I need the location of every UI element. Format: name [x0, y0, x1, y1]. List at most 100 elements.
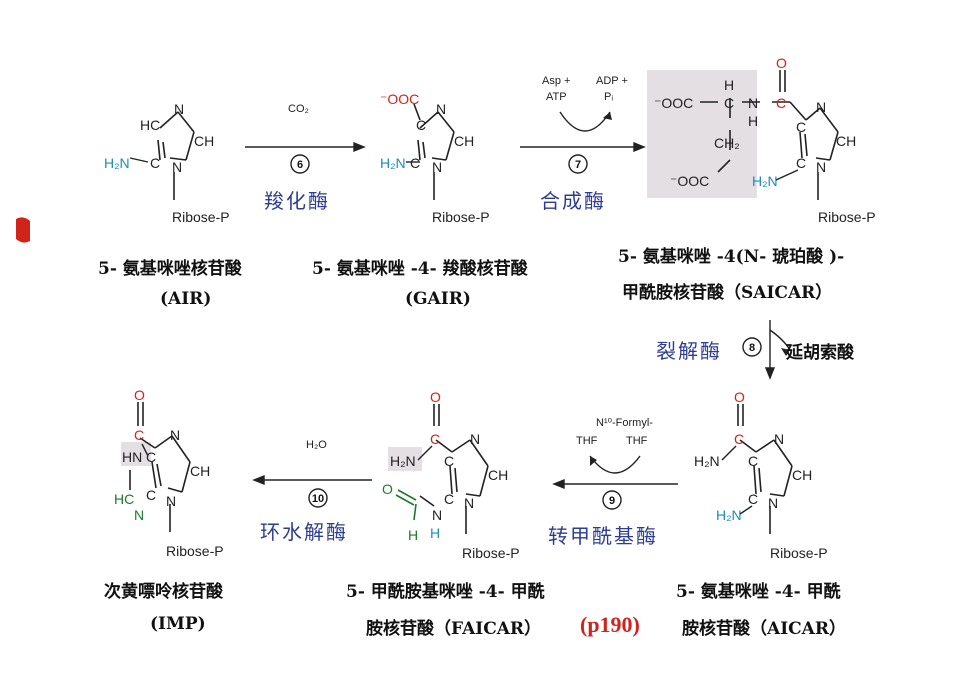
air-ch: CH [194, 133, 214, 149]
air-n1: N [174, 101, 184, 117]
reagent-asp: Asp + [542, 75, 570, 87]
aicar-o: O [734, 389, 745, 405]
gair-c1: C [416, 117, 426, 133]
gair-ooc: ⁻OOC [380, 91, 419, 107]
air-abbr: (AIR) [160, 289, 212, 309]
faicar-h2: H [408, 527, 418, 543]
faicar-ribose: Ribose-P [462, 545, 520, 561]
saicar-name-line1: 5- 氨基咪唑 -4(N- 琥珀酸 )- [618, 247, 845, 267]
imp-hn-highlight [121, 442, 151, 466]
reagent-pi: Pᵢ [604, 91, 613, 103]
imp-ch: CH [190, 463, 210, 479]
reagent-adp: ADP + [596, 75, 628, 87]
imp-c3: C [146, 487, 156, 503]
air-name: 5- 氨基咪唑核苷酸 [98, 259, 242, 279]
aicar-ribose: Ribose-P [770, 545, 828, 561]
imp-n3: N [166, 493, 176, 509]
fumarate-label: 延胡索酸 [786, 343, 854, 363]
aicar-h2n1: H₂N [694, 453, 720, 469]
faicar-n3: N [464, 495, 474, 511]
gair-ribose: Ribose-P [432, 209, 490, 225]
imp-n1: N [170, 427, 180, 443]
air-c: C [150, 155, 160, 171]
aicar-n1: N [774, 431, 784, 447]
step-9-number: 9 [609, 495, 615, 507]
imp-c1: C [134, 427, 144, 443]
step-10-number: 10 [312, 493, 324, 505]
reagent-thf-in: THF [576, 435, 598, 447]
aicar-c2: C [748, 453, 758, 469]
faicar-name-line1: 5- 甲酰胺基咪唑 -4- 甲酰 [346, 582, 545, 602]
saicar-h2n: H₂N [752, 173, 778, 189]
imp-abbr: (IMP) [150, 614, 206, 634]
enzyme-step6: 羧化酶 [264, 189, 330, 213]
aicar-name-line2: 胺核苷酸（AICAR） [682, 619, 846, 639]
saicar-ch2: CH₂ [714, 135, 740, 151]
saicar-name-line2: 甲酰胺核苷酸（SAICAR） [622, 283, 833, 303]
enzyme-step7: 合成酶 [540, 189, 606, 213]
imp-c2: C [146, 449, 156, 465]
saicar-ooc1: ⁻OOC [654, 95, 693, 111]
saicar-c2: C [776, 95, 786, 111]
step-6-number: 6 [297, 159, 303, 171]
aicar-c3: C [748, 491, 758, 507]
sidebar-logo-band [14, 215, 32, 490]
air-h2n: H₂N [104, 155, 130, 171]
gair-name: 5- 氨基咪唑 -4- 羧酸核苷酸 [312, 259, 528, 279]
aicar-n2: N [768, 495, 778, 511]
gair-c2: C [410, 155, 420, 171]
gair-ch: CH [454, 133, 474, 149]
faicar-ch: CH [488, 467, 508, 483]
air-ribose: Ribose-P [172, 209, 230, 225]
saicar-c3: C [796, 119, 806, 135]
saicar-ooc2: ⁻OOC [670, 173, 709, 189]
page-reference: (p190) [580, 612, 640, 637]
faicar-name-line2: 胺核苷酸（FAICAR） [366, 619, 542, 639]
saicar-o: O [776, 55, 787, 71]
imp-name: 次黄嘌呤核苷酸 [104, 582, 223, 602]
faicar-c2: C [444, 453, 454, 469]
saicar-c4: C [796, 155, 806, 171]
faicar-n1: N [470, 431, 480, 447]
faicar-n2: N [432, 507, 442, 523]
faicar-c3: C [444, 491, 454, 507]
saicar-n3: N [816, 159, 826, 175]
aicar-h2n2: H₂N [716, 507, 742, 523]
saicar-h2: H [748, 113, 758, 129]
aicar-c1: C [734, 431, 744, 447]
air-n2: N [172, 159, 182, 175]
gair-n1: N [436, 101, 446, 117]
aicar-ch: CH [792, 467, 812, 483]
enzyme-step9: 转甲酰基酶 [548, 524, 658, 548]
enzyme-step10: 环水解酶 [260, 520, 348, 544]
gair-abbr: (GAIR) [405, 289, 471, 309]
faicar-h2n-highlight [388, 447, 422, 471]
faicar-h2n: H₂N [390, 453, 416, 469]
imp-n2: N [134, 507, 144, 523]
saicar-h1: H [724, 77, 734, 93]
aicar-name-line1: 5- 氨基咪唑 -4- 甲酰 [676, 582, 841, 602]
reagent-co2: CO₂ [288, 103, 309, 115]
reagent-thf-out: THF [626, 435, 648, 447]
faicar-o2: O [382, 481, 393, 497]
faicar-c1: C [430, 431, 440, 447]
reagent-atp: ATP [546, 91, 567, 103]
imp-hn: HN [122, 449, 142, 465]
logo-icon [16, 217, 30, 243]
gair-n2: N [432, 159, 442, 175]
saicar-c1: C [724, 95, 734, 111]
faicar-h: H [430, 525, 440, 541]
air-hc: HC [140, 117, 160, 133]
saicar-ch: CH [836, 133, 856, 149]
step-8-number: 8 [749, 342, 755, 354]
step-7-number: 7 [575, 159, 581, 171]
enzyme-step8: 裂解酶 [656, 339, 722, 363]
saicar-n1: N [748, 95, 758, 111]
faicar-o1: O [430, 389, 441, 405]
reagent-h2o: H₂O [306, 439, 327, 451]
saicar-ribose: Ribose-P [818, 209, 876, 225]
saicar-highlight [647, 70, 757, 198]
imp-o: O [134, 387, 145, 403]
imp-ribose: Ribose-P [166, 543, 224, 559]
